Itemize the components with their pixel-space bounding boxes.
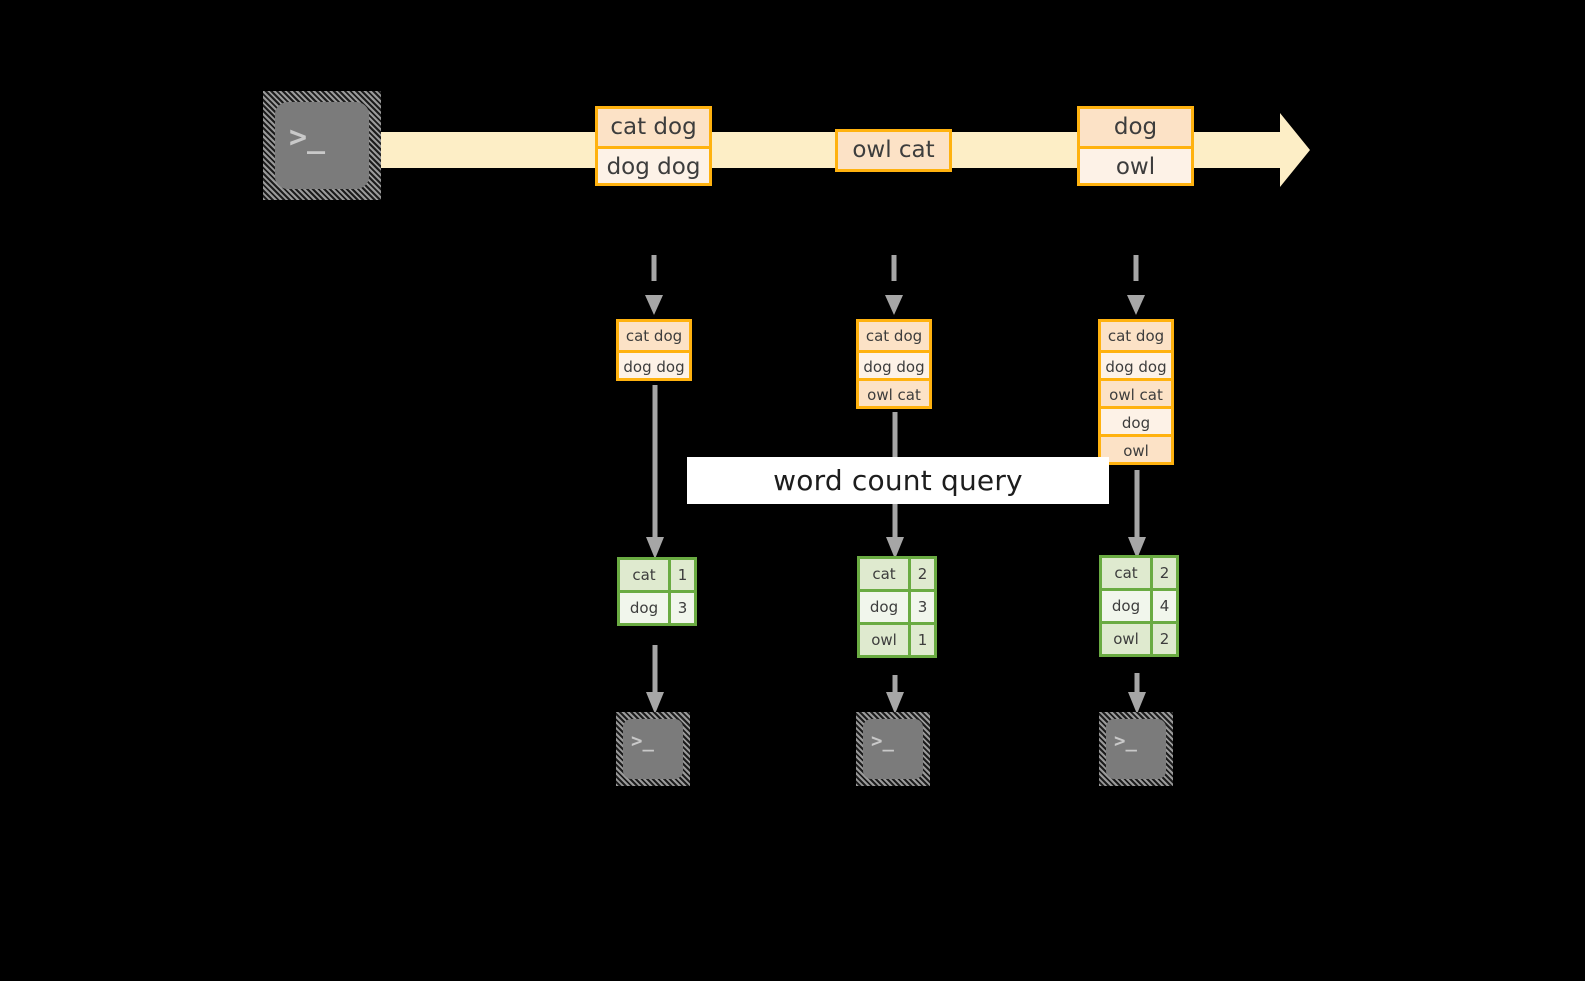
word-cell: cat	[1102, 558, 1150, 588]
table-row: dog 3	[860, 589, 934, 622]
sink-terminal-icon: >_	[1099, 712, 1173, 786]
query-connector-arrow	[1127, 470, 1147, 560]
record-line: owl cat	[1101, 378, 1171, 406]
count-cell: 1	[908, 625, 934, 655]
count-cell: 3	[908, 592, 934, 622]
record-line: owl	[1101, 434, 1171, 462]
terminal-prompt-glyph: >_	[1114, 730, 1137, 752]
word-cell: cat	[860, 559, 908, 589]
snapshot-records: cat dog dog dog	[616, 319, 692, 381]
word-cell: owl	[1102, 624, 1150, 654]
record-line: cat dog	[598, 109, 709, 146]
record-line: dog	[1101, 406, 1171, 434]
count-cell: 2	[1150, 558, 1176, 588]
word-cell: cat	[620, 560, 668, 590]
result-table: cat 1 dog 3	[617, 557, 697, 626]
table-row: dog 4	[1102, 588, 1176, 621]
stream-record: dog owl	[1077, 106, 1194, 186]
word-cell: dog	[860, 592, 908, 622]
terminal-screen	[275, 102, 369, 189]
table-row: cat 1	[620, 560, 694, 590]
sink-terminal-icon: >_	[616, 712, 690, 786]
stream-arrowhead-icon	[1250, 113, 1310, 187]
count-cell: 4	[1150, 591, 1176, 621]
word-cell: dog	[620, 593, 668, 623]
result-table: cat 2 dog 3 owl 1	[857, 556, 937, 658]
sink-terminal-icon: >_	[856, 712, 930, 786]
snapshot-records: cat dog dog dog owl cat dog owl	[1098, 319, 1174, 465]
word-cell: owl	[860, 625, 908, 655]
dashed-connector-arrow	[644, 255, 664, 317]
result-table: cat 2 dog 4 owl 2	[1099, 555, 1179, 657]
terminal-screen	[623, 719, 683, 779]
snapshot-records: cat dog dog dog owl cat	[856, 319, 932, 409]
terminal-prompt-glyph: >_	[631, 730, 654, 752]
record-line: owl	[1080, 146, 1191, 183]
table-row: dog 3	[620, 590, 694, 623]
query-banner: word count query	[687, 457, 1109, 504]
table-row: cat 2	[860, 559, 934, 589]
count-cell: 2	[1150, 624, 1176, 654]
output-connector-arrow	[885, 675, 905, 715]
count-cell: 3	[668, 593, 694, 623]
count-cell: 1	[668, 560, 694, 590]
record-line: cat dog	[1101, 322, 1171, 350]
word-cell: dog	[1102, 591, 1150, 621]
record-line: owl cat	[838, 132, 949, 169]
record-line: dog dog	[1101, 350, 1171, 378]
record-line: dog	[1080, 109, 1191, 146]
stream-record: cat dog dog dog	[595, 106, 712, 186]
stream-record: owl cat	[835, 129, 952, 172]
table-row: owl 1	[860, 622, 934, 655]
query-connector-arrow	[645, 385, 665, 560]
count-cell: 2	[908, 559, 934, 589]
terminal-screen	[1106, 719, 1166, 779]
query-banner-label: word count query	[773, 464, 1023, 497]
terminal-prompt-glyph: >_	[289, 120, 326, 155]
table-row: owl 2	[1102, 621, 1176, 654]
terminal-screen	[863, 719, 923, 779]
source-terminal-icon: >_	[263, 91, 381, 200]
dashed-connector-arrow	[1126, 255, 1146, 317]
record-line: owl cat	[859, 378, 929, 406]
record-line: dog dog	[598, 146, 709, 183]
record-line: dog dog	[619, 350, 689, 378]
record-line: cat dog	[859, 322, 929, 350]
record-line: dog dog	[859, 350, 929, 378]
output-connector-arrow	[1127, 673, 1147, 715]
terminal-prompt-glyph: >_	[871, 730, 894, 752]
table-row: cat 2	[1102, 558, 1176, 588]
dashed-connector-arrow	[884, 255, 904, 317]
output-connector-arrow	[645, 645, 665, 715]
record-line: cat dog	[619, 322, 689, 350]
